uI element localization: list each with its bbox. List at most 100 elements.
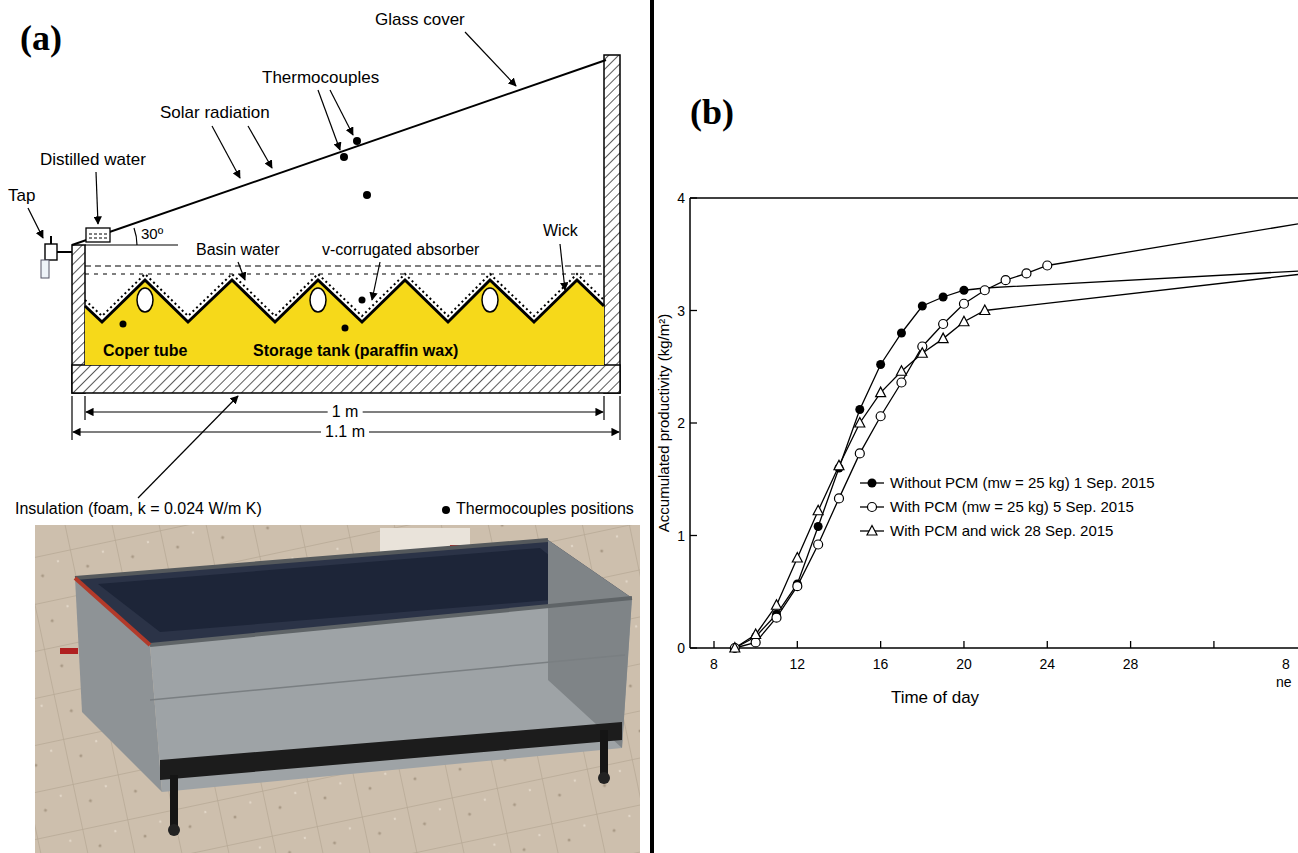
distilled-trough (89, 234, 107, 235)
axis-tick (713, 641, 714, 648)
data-marker (813, 505, 823, 515)
still-photo (170, 775, 178, 827)
still-photo (548, 540, 632, 748)
tick-label: 2 (677, 415, 685, 431)
data-marker (876, 412, 885, 421)
panel-letter: (a) (20, 18, 62, 59)
data-marker (876, 387, 886, 397)
data-marker (730, 644, 739, 653)
part-label: Distilled water (40, 150, 146, 170)
data-line (735, 224, 1298, 648)
copper-tube (482, 288, 498, 312)
part-label: Wick (543, 222, 578, 240)
dimension-line (71, 396, 72, 440)
still-photo (150, 598, 632, 645)
still-photo (75, 578, 162, 792)
storage-tank: Coper tube Storage tank (paraffin wax) (85, 262, 604, 365)
leader-line (28, 32, 565, 498)
axis-tick (1130, 641, 1131, 648)
tick-label: 8 (1282, 656, 1290, 672)
thermocouple-dot (340, 137, 371, 199)
panel-letter: (b) (690, 92, 734, 133)
part-label: v-corrugated absorber (322, 241, 479, 259)
data-marker (751, 629, 761, 639)
data-marker (897, 378, 906, 387)
data-marker (868, 479, 877, 488)
part-label: Basin water (196, 241, 280, 259)
thermocouple-dot (363, 191, 371, 199)
tick-label: 16 (873, 656, 889, 672)
still-housing (72, 55, 620, 393)
dimension-line (84, 396, 85, 420)
data-marker (814, 522, 823, 531)
data-marker (772, 613, 781, 622)
axis-tick (880, 641, 881, 648)
wick-line (85, 274, 604, 316)
data-marker (814, 540, 823, 549)
part-label: Insulation (foam, k = 0.024 W/m K) (15, 500, 262, 518)
still-photo (35, 525, 640, 853)
axis-tick (963, 641, 964, 648)
copper-tube (310, 288, 326, 312)
distilled-trough (86, 228, 110, 242)
data-marker (980, 286, 989, 295)
data-marker (834, 460, 844, 470)
chart-axes (690, 197, 1298, 199)
leader-line (330, 90, 353, 135)
part-label: Glass cover (375, 10, 465, 30)
tick-label: 24 (1039, 656, 1055, 672)
data-marker (730, 643, 740, 653)
chart-axes (690, 198, 1298, 648)
tick-label: 12 (790, 656, 806, 672)
data-marker (917, 348, 927, 358)
data-marker (980, 305, 990, 315)
tap-symbol (41, 236, 72, 278)
still-photo (60, 648, 78, 654)
part-label: Thermocouples (262, 68, 379, 88)
data-marker (751, 638, 760, 647)
leader-line (318, 90, 340, 150)
data-marker (918, 302, 927, 311)
region-label: Coper tube (103, 342, 187, 360)
thermocouple-dot (120, 321, 127, 328)
legend-text: Without PCM (mw = 25 kg) 1 Sep. 2015 (890, 474, 1155, 491)
dimension-label: 1 m (328, 403, 363, 421)
legend-text: With PCM (mw = 25 kg) 5 Sep. 2015 (890, 498, 1134, 515)
data-marker (1043, 261, 1052, 270)
glass-cover (72, 60, 606, 245)
tick-label: 8 (710, 656, 718, 672)
legend-dot (442, 506, 450, 514)
region-label: Storage tank (paraffin wax) (253, 342, 458, 360)
water-surface (85, 273, 604, 274)
data-marker (771, 600, 781, 610)
axis-tick (1213, 641, 1214, 648)
still-photo (168, 824, 180, 836)
axis-tick (797, 641, 798, 648)
axis-title: Accumulated productivity (kg/m²) (655, 314, 672, 532)
part-label: Tap (8, 186, 35, 206)
tick-label: 3 (677, 302, 685, 318)
part-label: Solar radiation (160, 103, 270, 123)
chart-axes (690, 647, 1298, 649)
axis-tick (690, 422, 697, 423)
still-photo (160, 722, 622, 780)
still-housing (604, 55, 620, 393)
paraffin-fill (85, 280, 604, 365)
leader-line (465, 32, 516, 86)
tick-label: 1 (677, 527, 685, 543)
leader-line (96, 172, 98, 224)
thermocouple-dot (342, 325, 349, 332)
still-photo (150, 655, 625, 700)
data-marker (867, 526, 877, 536)
data-marker (793, 582, 802, 591)
dimension-line (603, 396, 604, 420)
axis-tick (690, 535, 697, 536)
still-photo (600, 730, 608, 775)
axis-tick (690, 647, 697, 648)
distilled-trough (86, 228, 110, 242)
copper-tube (137, 288, 153, 312)
data-line (735, 271, 1298, 648)
still-photo (75, 578, 150, 645)
